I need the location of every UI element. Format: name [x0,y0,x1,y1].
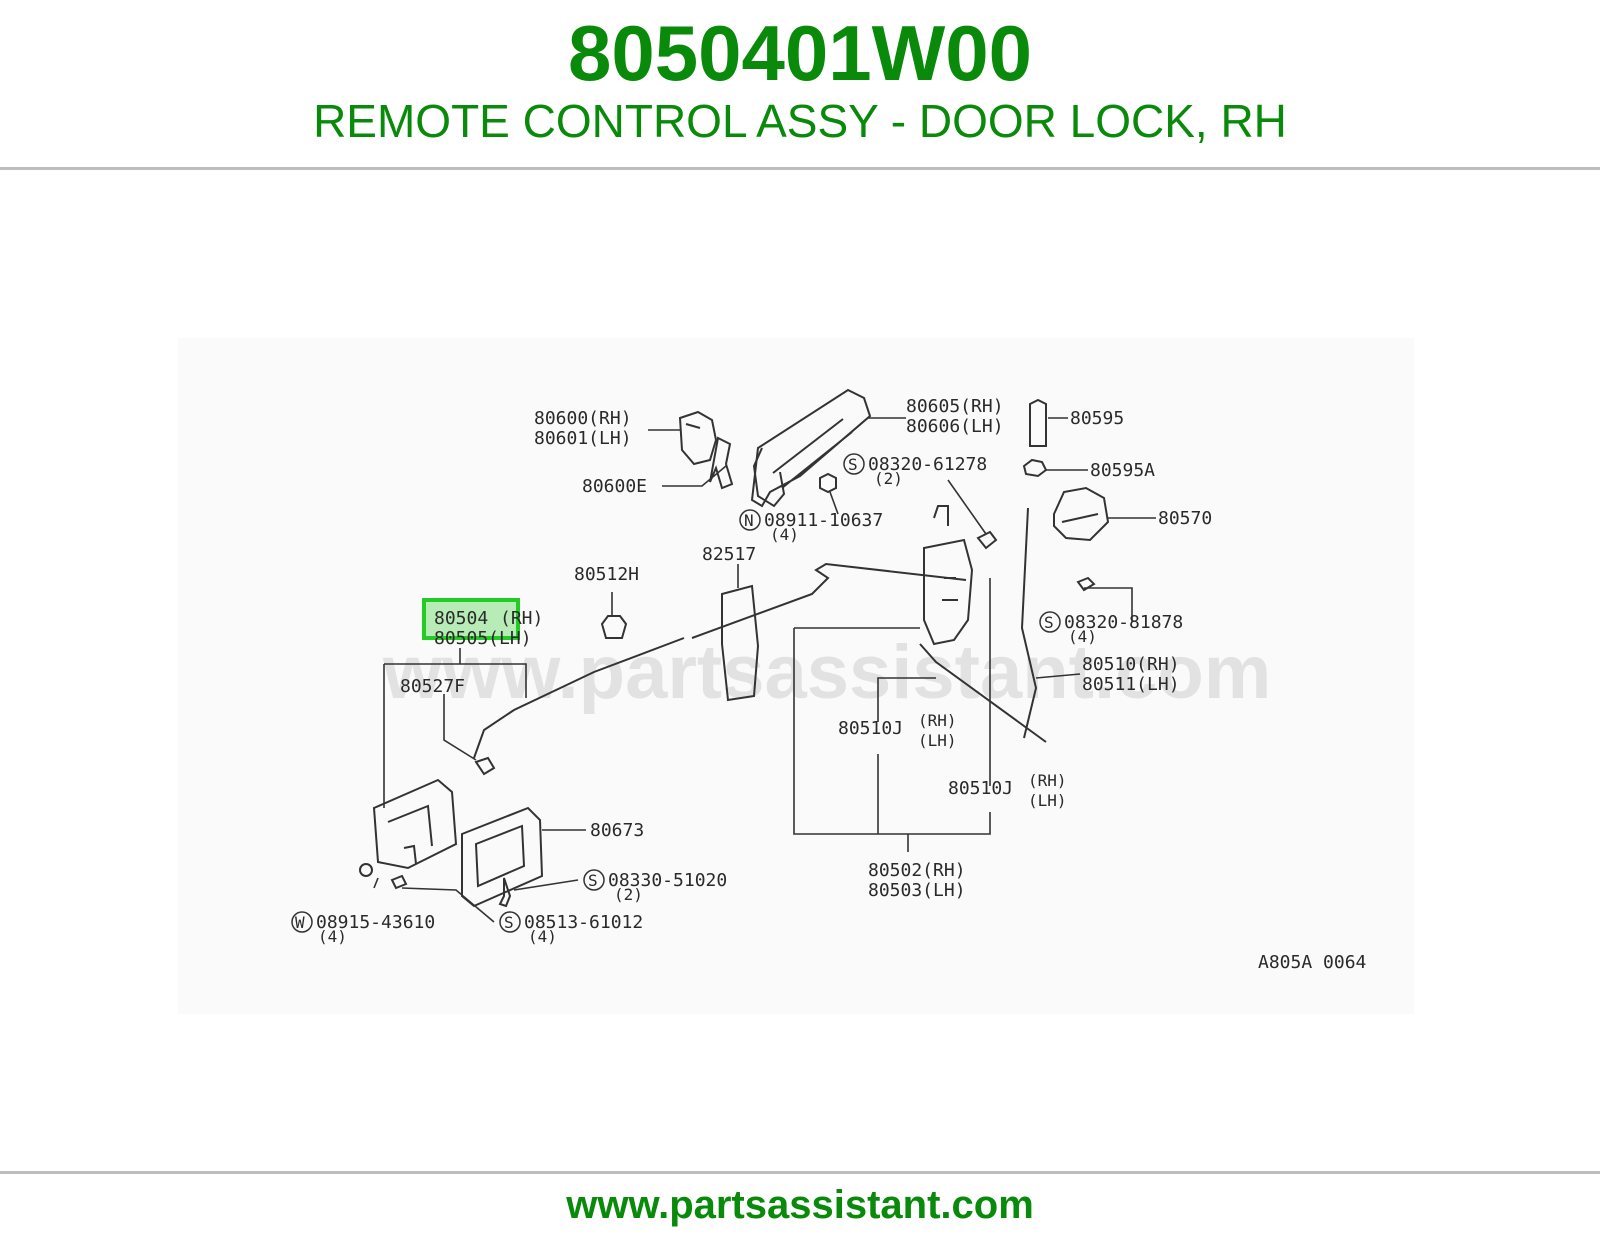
label-80673[interactable]: 80673 [590,820,644,841]
label-08513-qty: (4) [528,927,557,946]
latch-80502-shape [923,505,974,646]
label-80510j-a[interactable]: 80510J [838,718,903,739]
symbol-w-08915 [291,911,313,933]
label-80510j-a-rh: (RH) [918,711,957,730]
label-80510j-a-lh: (LH) [918,731,957,750]
label-08320-61278[interactable]: 08320-61278 [868,454,987,475]
symbol-n-letter: N [744,511,754,530]
symbol-s-letter: S [848,455,858,474]
leader-08915 [373,877,379,889]
screw-08320-81878-shape [1076,576,1096,592]
label-80600[interactable]: 80600(RH) [534,408,632,429]
symbol-s-letter: S [1044,613,1054,632]
rod-80510j [919,643,1047,743]
label-80511[interactable]: 80511(LH) [1082,674,1180,695]
leader-80600e [662,465,727,487]
symbol-s-08513 [499,911,521,933]
leader-08911 [829,491,839,515]
label-80595a[interactable]: 80595A [1090,460,1155,481]
symbol-s-08330 [583,869,605,891]
leader-80510 [1035,673,1081,679]
part-82517-shape [721,584,760,702]
label-80527f[interactable]: 80527F [400,676,465,697]
highlight-80504[interactable] [422,598,520,640]
label-80595[interactable]: 80595 [1070,408,1124,429]
label-80606[interactable]: 80606(LH) [906,416,1004,437]
label-80605[interactable]: 80605(RH) [906,396,1004,417]
symbol-w-letter: W [295,913,305,932]
part-80570-shape [1053,486,1110,542]
label-80510j-b-lh: (LH) [1028,791,1067,810]
label-80504[interactable]: 80504 [434,608,488,629]
outer-handle-body [752,447,786,508]
part-80600e-shape [709,436,734,490]
part-80504-shape [372,778,458,870]
screw-08330-shape [498,877,512,908]
part-80673-shape [461,806,544,908]
leader-80504-group [383,648,527,808]
drawing-code: A805A 0064 [1258,952,1366,973]
leader-80510j-a [877,677,936,722]
diagram-watermark: www.partsassistant.com [382,630,1271,715]
leader-08320-81878 [1084,587,1133,622]
leader-80502-bracket [793,627,991,852]
label-80504-side: (RH) [500,608,543,629]
label-08320-61278-qty: (2) [874,469,903,488]
label-80510j-b-rh: (RH) [1028,771,1067,790]
label-08320-81878-qty: (4) [1068,627,1097,646]
label-80502[interactable]: 80502(RH) [868,860,966,881]
label-08911-qty: (4) [770,525,799,544]
label-80512h[interactable]: 80512H [574,564,639,585]
nut-08911-shape [819,472,837,494]
label-80505[interactable]: 80505(LH) [434,628,532,649]
label-80510j-b[interactable]: 80510J [948,778,1013,799]
diagram-drawing: www.partsassistant.com [291,388,1366,973]
label-80503[interactable]: 80503(LH) [868,880,966,901]
symbol-s-08320-81878 [1039,611,1061,633]
washer-08915-shape [359,863,374,877]
screw-08320-61278-shape [976,530,998,550]
part-80595a-shape [1022,458,1048,478]
part-80512h-shape [600,615,628,639]
symbol-circles [291,453,1061,933]
parts-diagram: www.partsassistant.com [178,338,1414,1014]
symbol-letters: S N S S W S [295,455,1054,932]
header-divider [0,167,1600,170]
label-08330-qty: (2) [614,885,643,904]
part-number: 8050401W00 [567,9,1033,97]
label-82517[interactable]: 82517 [702,544,756,565]
rod-80510 [1020,507,1038,739]
callout-labels: 80600(RH) 80601(LH) 80600E 80605(RH) 806… [316,396,1366,973]
part-80527f-shape [474,756,496,776]
label-08915[interactable]: 08915-43610 [316,912,435,933]
footer-site-link[interactable]: www.partsassistant.com [566,1183,1034,1227]
symbol-n-08911 [739,509,761,531]
label-08330[interactable]: 08330-51020 [608,870,727,891]
rod-82517-to-latch [691,562,967,639]
leader-lines [373,417,1156,923]
footer-divider [0,1171,1600,1174]
part-80595-shape [1029,398,1047,447]
symbol-s-08320-61278 [843,453,865,475]
label-80510[interactable]: 80510(RH) [1082,654,1180,675]
symbol-s-letter: S [504,913,514,932]
label-80570[interactable]: 80570 [1158,508,1212,529]
label-08915-qty: (4) [318,927,347,946]
page-header: 8050401W00 REMOTE CONTROL ASSY - DOOR LO… [0,0,1600,168]
symbol-s-letter: S [588,871,598,890]
leader-08513 [401,887,495,923]
label-08320-81878[interactable]: 08320-81878 [1064,612,1183,633]
leader-08330 [513,879,579,891]
part-title: REMOTE CONTROL ASSY - DOOR LOCK, RH [313,95,1287,147]
leader-08320-61278 [947,479,987,535]
screw-08513-shape [390,874,408,890]
label-80600e[interactable]: 80600E [582,476,647,497]
part-80600-shape [678,410,718,466]
part-80605-shape [750,388,872,508]
leader-80527f [443,694,477,761]
label-08911[interactable]: 08911-10637 [764,510,883,531]
rod-80527f [473,637,685,759]
label-80601[interactable]: 80601(LH) [534,428,632,449]
label-08513[interactable]: 08513-61012 [524,912,643,933]
